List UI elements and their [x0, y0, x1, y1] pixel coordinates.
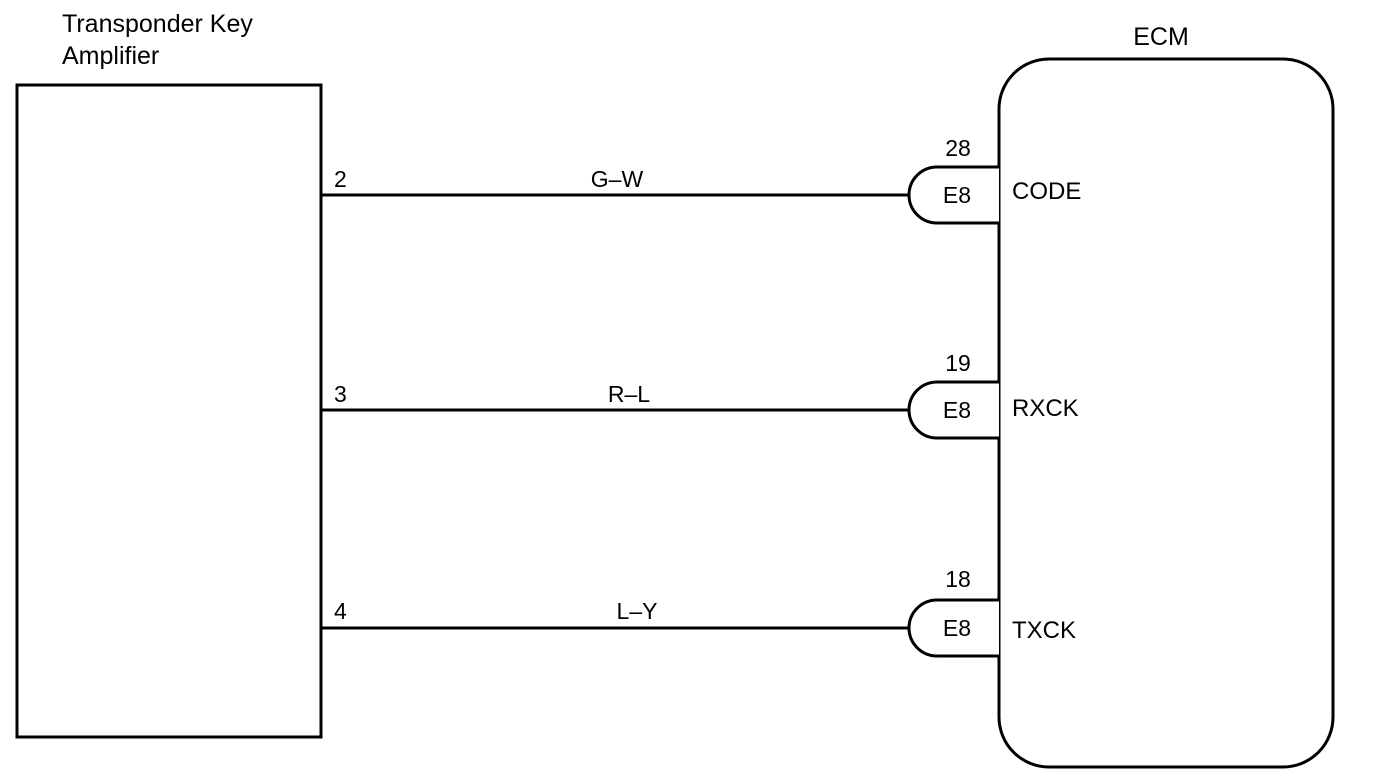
wire-rxck: 3 R–L 19 E8 RXCK: [321, 350, 1079, 440]
signal-label: CODE: [1012, 178, 1081, 205]
amplifier-box: [15, 83, 323, 739]
amplifier-pin-label: 3: [334, 381, 347, 407]
connector-label: E8: [943, 182, 971, 208]
connector-label: E8: [943, 397, 971, 423]
wire-color-label: R–L: [608, 381, 650, 407]
signal-label: RXCK: [1012, 395, 1079, 422]
ecm-pin-label: 19: [945, 350, 971, 376]
amplifier-pin-label: 2: [334, 166, 347, 192]
ecm-pin-label: 18: [945, 566, 971, 592]
wire-color-label: L–Y: [617, 598, 658, 624]
amplifier-title-line1: Transponder Key: [62, 10, 253, 38]
ecm-pin-label: 28: [945, 135, 971, 161]
connector-shape: [907, 165, 999, 225]
ecm-title: ECM: [1133, 23, 1189, 51]
connector-label: E8: [943, 615, 971, 641]
amplifier-pin-label: 4: [334, 598, 347, 624]
wire-color-label: G–W: [591, 166, 644, 192]
wire-code: 2 G–W 28 E8 CODE: [321, 135, 1081, 225]
amplifier-title-line2: Amplifier: [62, 42, 159, 70]
signal-label: TXCK: [1012, 617, 1076, 644]
connector-shape: [907, 380, 999, 440]
wire-txck: 4 L–Y 18 E8 TXCK: [321, 566, 1076, 658]
connector-shape: [907, 598, 999, 658]
